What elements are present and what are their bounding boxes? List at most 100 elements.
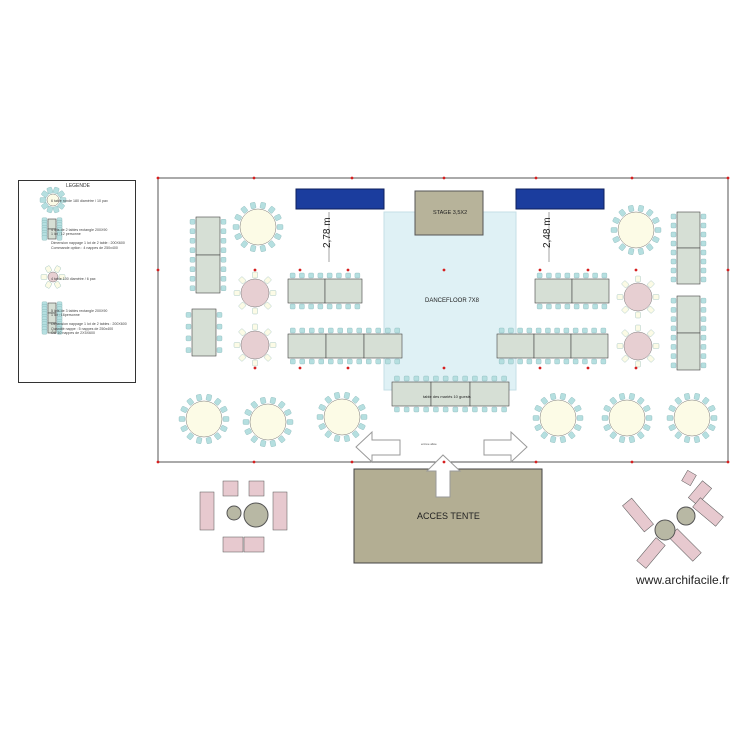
chair: [526, 358, 533, 365]
chair: [334, 392, 341, 399]
chair: [189, 285, 196, 291]
chair: [189, 228, 196, 234]
stage-label: STAGE 3,5X2: [433, 210, 468, 216]
rect-table-group-right-bottom: [670, 295, 707, 371]
dancefloor: [383, 211, 517, 391]
chair: [574, 405, 582, 412]
red-marker: [346, 366, 350, 370]
chair: [652, 343, 660, 349]
red-marker: [726, 460, 730, 464]
chair: [189, 219, 196, 225]
chair: [481, 375, 488, 382]
chair: [394, 358, 400, 365]
chair: [616, 294, 624, 300]
legend-cocktail-symbol: [40, 265, 66, 289]
chair: [612, 217, 620, 224]
chair: [700, 231, 707, 238]
chair: [668, 405, 676, 412]
chair: [269, 342, 277, 348]
chair: [52, 205, 60, 214]
chair: [180, 406, 188, 413]
chair: [700, 249, 707, 256]
chair: [700, 316, 707, 322]
chair: [693, 393, 700, 400]
chair: [233, 342, 241, 348]
chair: [189, 266, 196, 272]
rect-table-group-right-top: [670, 211, 707, 285]
chair: [568, 431, 576, 439]
chair: [39, 197, 47, 203]
red-marker: [298, 366, 302, 370]
chair: [308, 303, 314, 310]
chair: [637, 248, 644, 255]
rect-table: [676, 332, 701, 371]
red-marker: [350, 460, 354, 464]
chair: [352, 396, 360, 404]
red-marker: [586, 366, 590, 370]
chair: [700, 240, 707, 247]
chair: [220, 285, 227, 291]
red-marker: [586, 268, 590, 272]
chair: [238, 328, 246, 336]
chair: [601, 303, 608, 310]
chair: [205, 437, 212, 444]
sofa: [272, 491, 288, 531]
chair: [583, 303, 589, 310]
chair: [45, 281, 52, 289]
chair: [234, 214, 242, 221]
chair: [413, 406, 420, 413]
chair: [375, 327, 381, 334]
rect-table: [571, 278, 610, 304]
chair: [318, 327, 324, 334]
rect-table: [47, 228, 57, 240]
chair: [652, 294, 660, 300]
chair: [700, 344, 707, 350]
chair: [185, 347, 192, 353]
rect-table: [325, 333, 365, 359]
chair: [684, 393, 691, 400]
chair: [274, 214, 282, 221]
chair: [196, 437, 203, 444]
chair: [337, 327, 343, 334]
chair: [517, 358, 523, 365]
chair: [645, 415, 653, 421]
chair: [462, 406, 468, 413]
chair: [252, 323, 258, 331]
chair: [619, 436, 626, 443]
red-marker: [442, 268, 446, 272]
chair: [45, 265, 52, 273]
chair: [52, 186, 60, 195]
sofa: [243, 536, 265, 553]
chair: [284, 428, 292, 435]
chair: [423, 406, 429, 413]
chair: [385, 358, 391, 365]
lounge-right: [622, 469, 724, 569]
rect-table: [47, 322, 57, 334]
chair: [328, 327, 334, 334]
chair: [317, 272, 324, 279]
chair: [635, 324, 641, 332]
chair: [220, 266, 227, 272]
chair: [220, 276, 227, 282]
chair: [238, 276, 246, 284]
rect-table: [191, 308, 217, 357]
chair: [452, 406, 459, 413]
chair: [591, 327, 597, 334]
chair: [647, 306, 655, 314]
table-top: [185, 400, 223, 438]
lounge-areas: [199, 469, 724, 569]
chair: [654, 227, 662, 233]
rect-table: [676, 247, 701, 285]
rect-table: [287, 278, 326, 304]
sofa: [222, 480, 239, 497]
coffee-table: [654, 519, 676, 541]
chair: [635, 311, 641, 319]
chair: [252, 307, 258, 315]
chair: [646, 243, 654, 251]
chair: [637, 205, 644, 212]
chair: [628, 205, 635, 212]
table-top: [673, 399, 711, 437]
chair: [196, 394, 203, 401]
chair: [670, 267, 677, 274]
